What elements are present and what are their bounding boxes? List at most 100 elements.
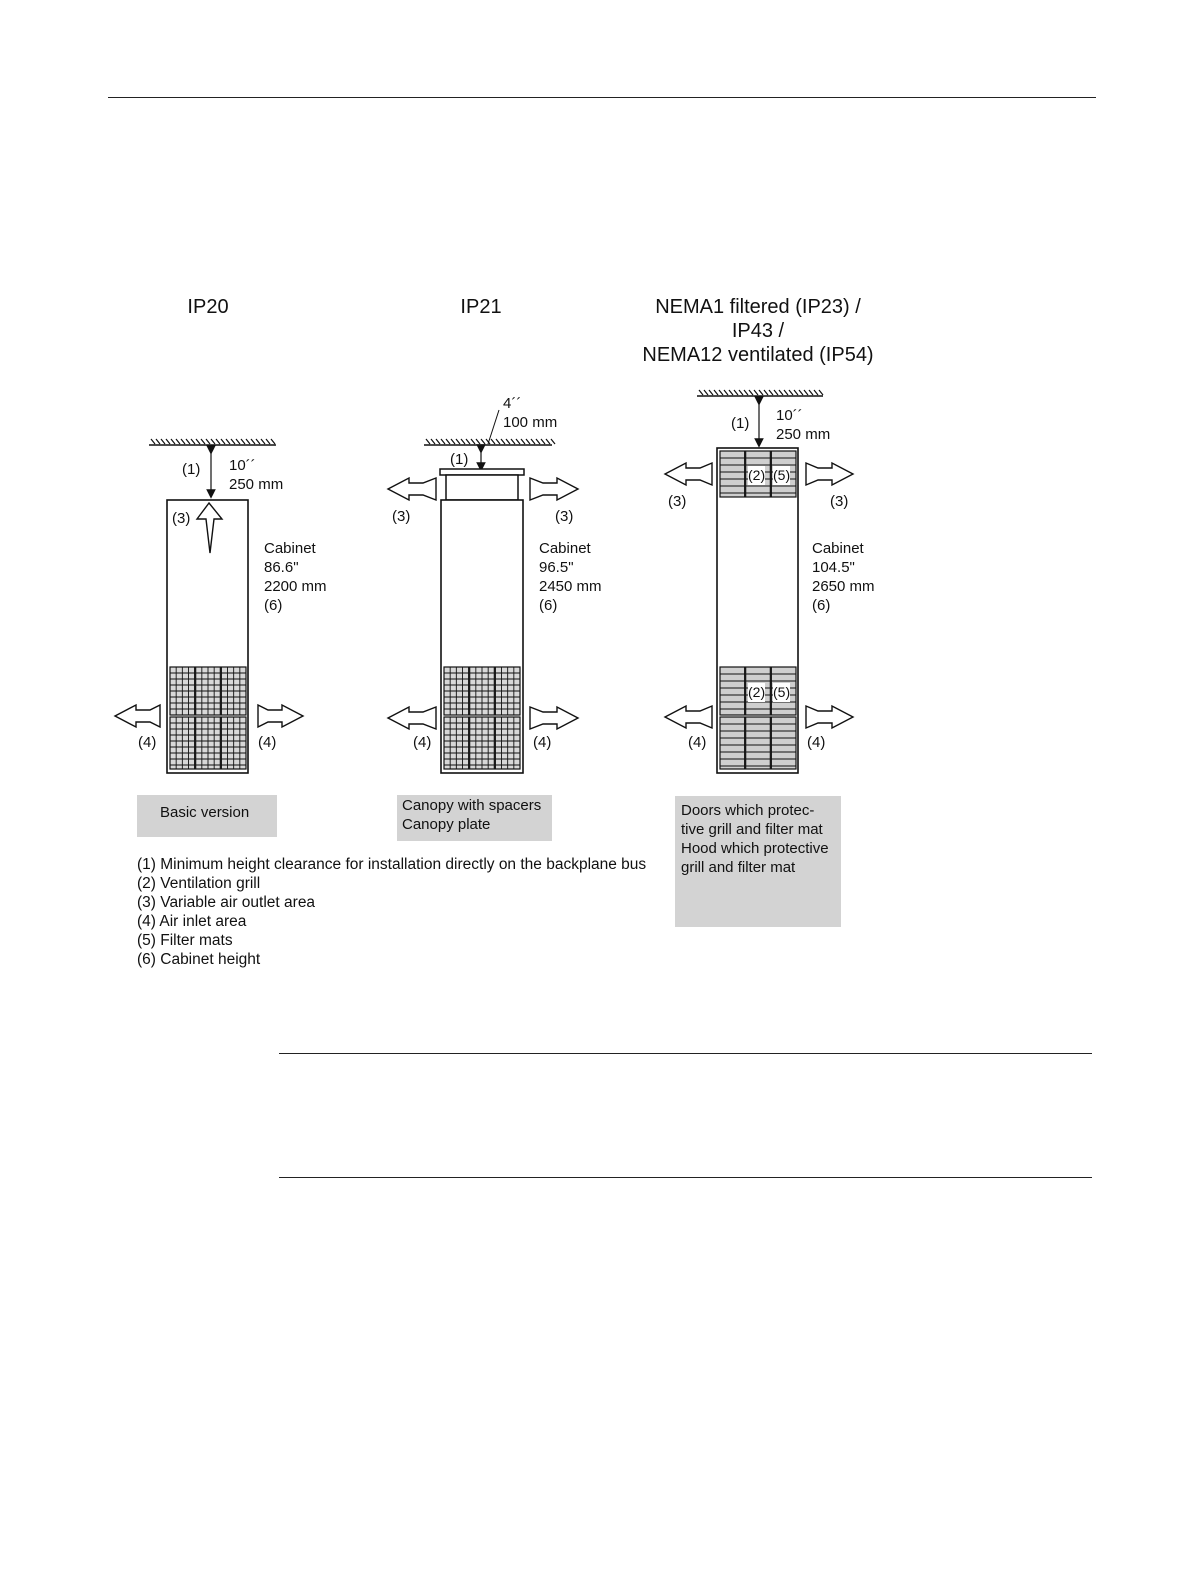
nema-filter-bottom-ref: (5) [773, 683, 791, 702]
ip20-outlet-arrow-up [195, 501, 224, 554]
nema-ceiling [697, 389, 824, 397]
nema-version-box: Doors which protec- tive grill and filte… [675, 796, 841, 927]
legend-item-2: (2) Ventilation grill [137, 875, 261, 892]
ip21-cabinet-label: Cabinet [539, 540, 591, 557]
ceiling-hatch [230, 438, 236, 445]
note-rule-bottom [279, 1177, 1092, 1178]
ceiling-hatch [708, 389, 714, 396]
filter-panel [719, 450, 746, 498]
ceiling-hatch [808, 389, 814, 396]
title-nema-line3: NEMA12 ventilated (IP54) [642, 344, 874, 366]
ceiling-hatch [520, 438, 526, 445]
ceiling-hatch [783, 389, 789, 396]
ip21-grill-bottom [443, 716, 521, 770]
ceiling-hatch [240, 438, 246, 445]
ceiling-hatch [803, 389, 809, 396]
ip20-grill-bottom [169, 716, 247, 770]
ceiling-hatch [235, 438, 241, 445]
ip21-inlet-left: (4) [413, 734, 432, 751]
nema-box-line4: grill and filter mat [681, 859, 796, 876]
ceiling-hatch [215, 438, 221, 445]
ceiling-hatch [475, 438, 481, 445]
ceiling-hatch [430, 438, 436, 445]
ip21-box-line1: Canopy with spacers [402, 797, 542, 814]
nema-grill-top-ref: (2) [748, 466, 766, 485]
title-nema-line1: NEMA1 filtered (IP23) / [655, 296, 861, 318]
ip21-cabinet-mm: 2450 mm [539, 578, 602, 595]
ip20-outlet-ref: (3) [172, 510, 191, 527]
ceiling-hatch [530, 438, 536, 445]
nema-grill-bottom-ref: (2) [748, 683, 766, 702]
legend-item-5: (5) Filter mats [137, 932, 233, 949]
nema-cabinet-mm: 2650 mm [812, 578, 875, 595]
ip20-grill-top [169, 666, 247, 716]
ceiling-hatch [753, 389, 759, 396]
filter-panel [770, 716, 797, 770]
ceiling-hatch [435, 438, 441, 445]
nema-box-line3: Hood which protective [681, 840, 829, 857]
ceiling-hatch [713, 389, 719, 396]
ceiling-hatch [525, 438, 531, 445]
ceiling-hatch [255, 438, 261, 445]
ip21-outlet-arrow-left [386, 476, 437, 502]
ceiling-hatch [505, 438, 511, 445]
ceiling-hatch [535, 438, 541, 445]
nema-filter-top-ref: (5) [773, 466, 791, 485]
ceiling-hatch [225, 438, 231, 445]
ceiling-hatch [200, 438, 206, 445]
ceiling-hatch [793, 389, 799, 396]
ceiling-hatch [718, 389, 724, 396]
ceiling-hatch [250, 438, 256, 445]
ceiling-hatch [455, 438, 461, 445]
ceiling-hatch [480, 438, 486, 445]
ip21-clearance-in: 4´´ [503, 395, 522, 412]
ip21-outlet-arrow-right [529, 476, 580, 502]
ceiling-hatch [445, 438, 451, 445]
nema-box-line2: tive grill and filter mat [681, 821, 823, 838]
nema-cabinet-ref: (6) [812, 597, 831, 614]
ceiling-hatch [758, 389, 764, 396]
ceiling-hatch [185, 438, 191, 445]
filter-panel [719, 666, 746, 716]
ceiling-hatch [510, 438, 516, 445]
ceiling-hatch [270, 438, 276, 445]
ip20-cabinet-label: Cabinet [264, 540, 316, 557]
ip21-canopy-spacers [445, 474, 519, 501]
filter-panel [719, 716, 746, 770]
ceiling-hatch [160, 438, 166, 445]
ceiling-hatch [170, 438, 176, 445]
ip21-cabinet-ref: (6) [539, 597, 558, 614]
ceiling-hatch [540, 438, 546, 445]
ip20-clearance-ref: (1) [182, 461, 201, 478]
ip21-grill-top [443, 666, 521, 716]
ceiling-hatch [205, 438, 211, 445]
ip20-version-label: Basic version [160, 804, 250, 821]
ceiling-hatch [150, 438, 156, 445]
ceiling-hatch [495, 438, 501, 445]
ip21-outlet-left: (3) [392, 508, 411, 525]
ceiling-hatch [698, 389, 704, 396]
nema-outlet-arrow-right [805, 461, 855, 487]
ceiling-hatch [550, 438, 556, 445]
ceiling-hatch [768, 389, 774, 396]
ceiling-hatch [723, 389, 729, 396]
ceiling-hatch [260, 438, 266, 445]
ip20-cabinet-mm: 2200 mm [264, 578, 327, 595]
ceiling-hatch [265, 438, 271, 445]
ceiling-hatch [165, 438, 171, 445]
nema-box-line1: Doors which protec- [681, 802, 815, 819]
ceiling-hatch [788, 389, 794, 396]
ip21-inlet-arrow-left [386, 705, 437, 731]
nema-inlet-arrow-right [805, 704, 855, 730]
ip21-canopy-plate [439, 468, 525, 476]
nema-clearance-in: 10´´ [776, 407, 803, 424]
ip21-inlet-right: (4) [533, 734, 552, 751]
nema-clearance-ref: (1) [731, 415, 750, 432]
ip21-version-box: Canopy with spacers Canopy plate [397, 795, 552, 841]
ip20-ceiling [149, 438, 276, 446]
nema-filter-bottom-a [719, 666, 797, 716]
ip21-ceiling [424, 438, 556, 446]
ip21-cabinet-in: 96.5" [539, 559, 574, 576]
ceiling-hatch [470, 438, 476, 445]
